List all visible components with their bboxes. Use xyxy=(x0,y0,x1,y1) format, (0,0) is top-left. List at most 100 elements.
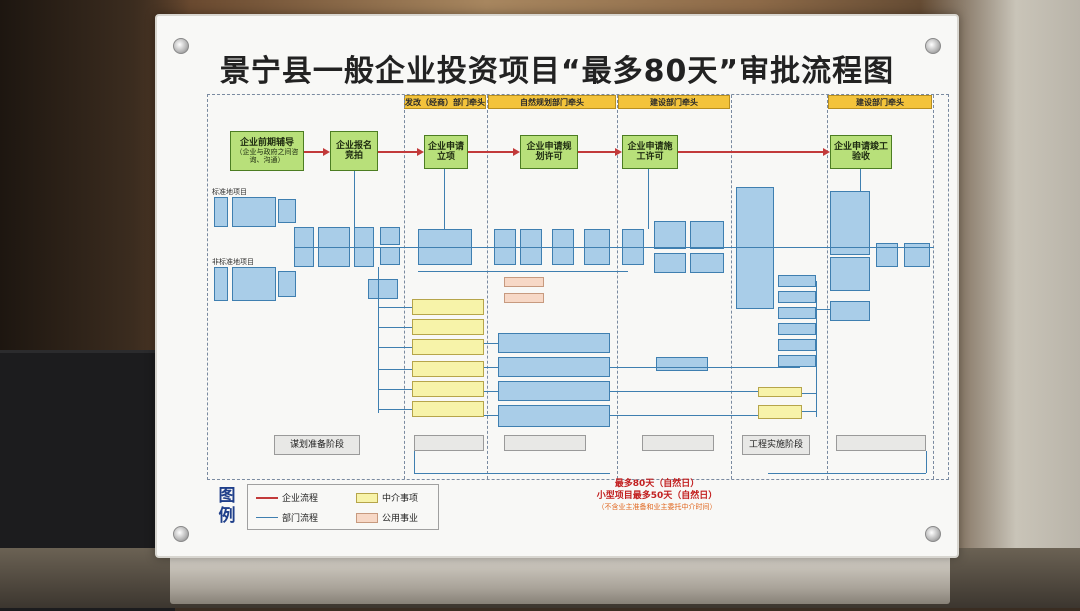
department-box xyxy=(498,381,610,401)
legend-label: 企业流程 xyxy=(282,494,319,504)
step-label: 企业前期辅导 xyxy=(239,137,294,148)
department-flow-line xyxy=(378,369,412,370)
column-divider xyxy=(731,95,732,479)
legend-label: 中介事项 xyxy=(382,494,419,504)
legend-item-enterprise-flow: 企业流程 xyxy=(256,491,318,504)
column-header: 自然规划部门牵头 xyxy=(488,95,616,109)
step-label: 企业申请施工许可 xyxy=(627,141,673,162)
enterprise-flow-line xyxy=(678,151,824,153)
department-box xyxy=(278,199,296,223)
intermediary-box xyxy=(758,387,802,397)
step-label: 企业报名竞拍 xyxy=(335,140,372,161)
legend-item-department-flow: 部门流程 xyxy=(256,511,318,524)
column-divider xyxy=(404,95,405,479)
department-flow-line xyxy=(648,169,649,229)
acrylic-stand-base xyxy=(170,552,950,604)
department-flow-line xyxy=(802,393,816,394)
department-box xyxy=(778,355,816,367)
step-bid-registration: 企业报名竞拍 xyxy=(330,131,378,171)
blue-line-icon xyxy=(256,517,278,518)
pink-swatch-icon xyxy=(356,512,378,523)
intermediary-box xyxy=(412,319,484,335)
step-apply-completion-acceptance: 企业申请竣工验收 xyxy=(830,135,892,169)
department-box xyxy=(690,253,724,273)
department-box xyxy=(830,301,870,321)
step-label: 企业申请立项 xyxy=(427,141,464,162)
bolt-icon xyxy=(925,38,941,54)
department-flow-line xyxy=(354,171,355,227)
legend: 企业流程 中介事项 部门流程 公用事业 xyxy=(247,484,439,530)
department-box xyxy=(830,257,870,291)
step-enterprise-guidance: 企业前期辅导（企业与政府之间咨询、沟通） xyxy=(230,131,304,171)
arrow-right-icon xyxy=(513,148,520,156)
bolt-icon xyxy=(173,526,189,542)
department-box xyxy=(778,339,816,351)
time-limit-box xyxy=(504,435,586,451)
department-flow-line xyxy=(378,327,412,328)
arrow-right-icon xyxy=(615,148,622,156)
department-flow-line xyxy=(802,411,816,412)
public-service-box xyxy=(504,277,544,287)
legend-item-intermediary: 中介事项 xyxy=(356,491,418,504)
department-flow-line xyxy=(610,367,800,368)
department-box xyxy=(654,221,686,249)
time-limit-box xyxy=(642,435,714,451)
step-apply-planning-permit: 企业申请规划许可 xyxy=(520,135,578,169)
step-apply-construction-permit: 企业申请施工许可 xyxy=(622,135,678,169)
enterprise-flow-line xyxy=(578,151,616,153)
department-box xyxy=(498,333,610,353)
department-box xyxy=(498,405,610,427)
department-box xyxy=(380,247,400,265)
label-standard-land: 标准地项目 xyxy=(212,188,247,196)
department-box xyxy=(498,357,610,377)
red-arrow-line-icon xyxy=(256,496,278,499)
department-flow-line xyxy=(294,247,934,248)
total-time-bracket xyxy=(414,451,415,473)
board-title: 景宁县一般企业投资项目“最多80天”审批流程图 xyxy=(219,54,895,89)
department-flow-line xyxy=(484,367,498,368)
total-time-bracket xyxy=(414,473,610,474)
total-time-note-line3: （不含业主准备和业主委托中介时间） xyxy=(597,503,717,511)
total-time-note: 最多80天（自然日） 小型项目最多50天（自然日） （不含业主准备和业主委托中介… xyxy=(577,478,737,513)
department-flow-line xyxy=(860,169,861,191)
department-flow-line xyxy=(378,389,412,390)
legend-label: 部门流程 xyxy=(282,514,319,524)
phase-label-implementation: 工程实施阶段 xyxy=(742,435,810,455)
department-flow-line xyxy=(378,307,412,308)
department-box xyxy=(368,279,398,299)
arrow-right-icon xyxy=(323,148,330,156)
enterprise-flow-line xyxy=(468,151,514,153)
column-header: 建设部门牵头 xyxy=(618,95,730,109)
column-divider xyxy=(827,95,828,479)
department-flow-line xyxy=(484,343,498,344)
department-flow-line xyxy=(484,415,498,416)
legend-item-public-service: 公用事业 xyxy=(356,511,418,524)
department-box xyxy=(778,323,816,335)
time-limit-box xyxy=(836,435,926,451)
total-time-line2: 小型项目最多50天（自然日） xyxy=(596,491,718,501)
department-box-stack xyxy=(736,187,774,309)
department-flow-line xyxy=(378,267,379,413)
department-box-stack xyxy=(830,191,870,255)
bolt-icon xyxy=(173,38,189,54)
column-header: 建设部门牵头 xyxy=(828,95,932,109)
column-divider xyxy=(487,95,488,479)
flowchart-board: 景宁县一般企业投资项目“最多80天”审批流程图 发改（经商）部门牵头 自然规划部… xyxy=(155,14,959,558)
total-time-bracket xyxy=(926,451,927,473)
legend-label: 公用事业 xyxy=(382,514,419,524)
department-box xyxy=(278,271,296,297)
department-box xyxy=(380,227,400,245)
total-time-bracket xyxy=(768,473,926,474)
department-flow-line xyxy=(816,309,830,310)
department-box xyxy=(214,197,228,227)
total-time-line1: 最多80天（自然日） xyxy=(614,479,700,489)
department-box xyxy=(654,253,686,273)
step-label: 企业申请竣工验收 xyxy=(833,141,888,162)
department-box xyxy=(232,267,276,301)
department-box xyxy=(778,307,816,319)
department-flow-line xyxy=(816,281,817,417)
department-flow-line xyxy=(444,169,445,229)
flow-diagram: 发改（经商）部门牵头 自然规划部门牵头 建设部门牵头 建设部门牵头 企业前期辅导… xyxy=(207,94,949,480)
yellow-swatch-icon xyxy=(356,492,378,503)
intermediary-box xyxy=(412,339,484,355)
